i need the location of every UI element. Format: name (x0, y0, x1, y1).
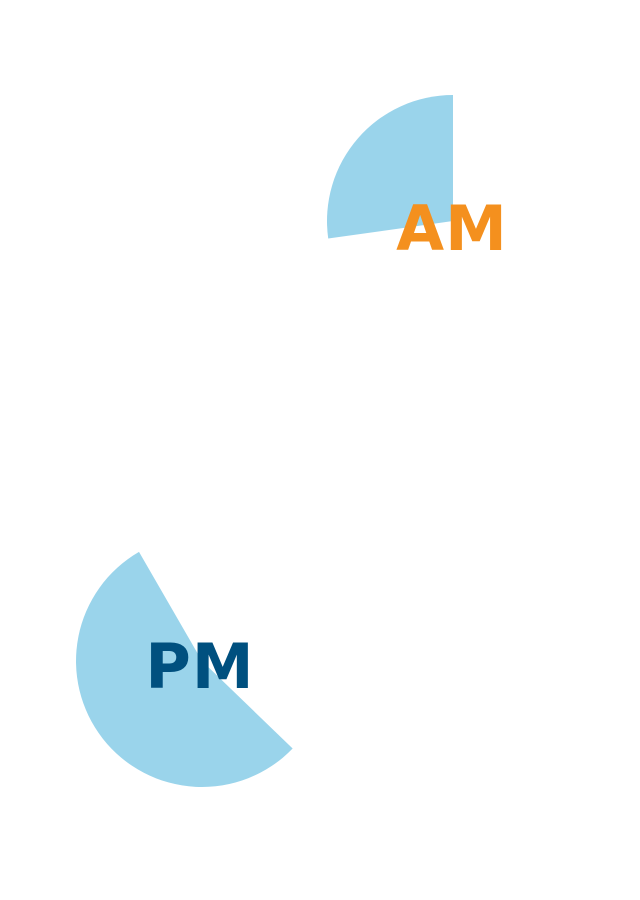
pm-label: PM (145, 630, 254, 703)
am-chart: AM (327, 95, 508, 265)
pm-slice (76, 551, 293, 787)
am-label: AM (396, 192, 508, 265)
pm-chart: PM (76, 551, 293, 787)
am-slice (327, 95, 453, 239)
